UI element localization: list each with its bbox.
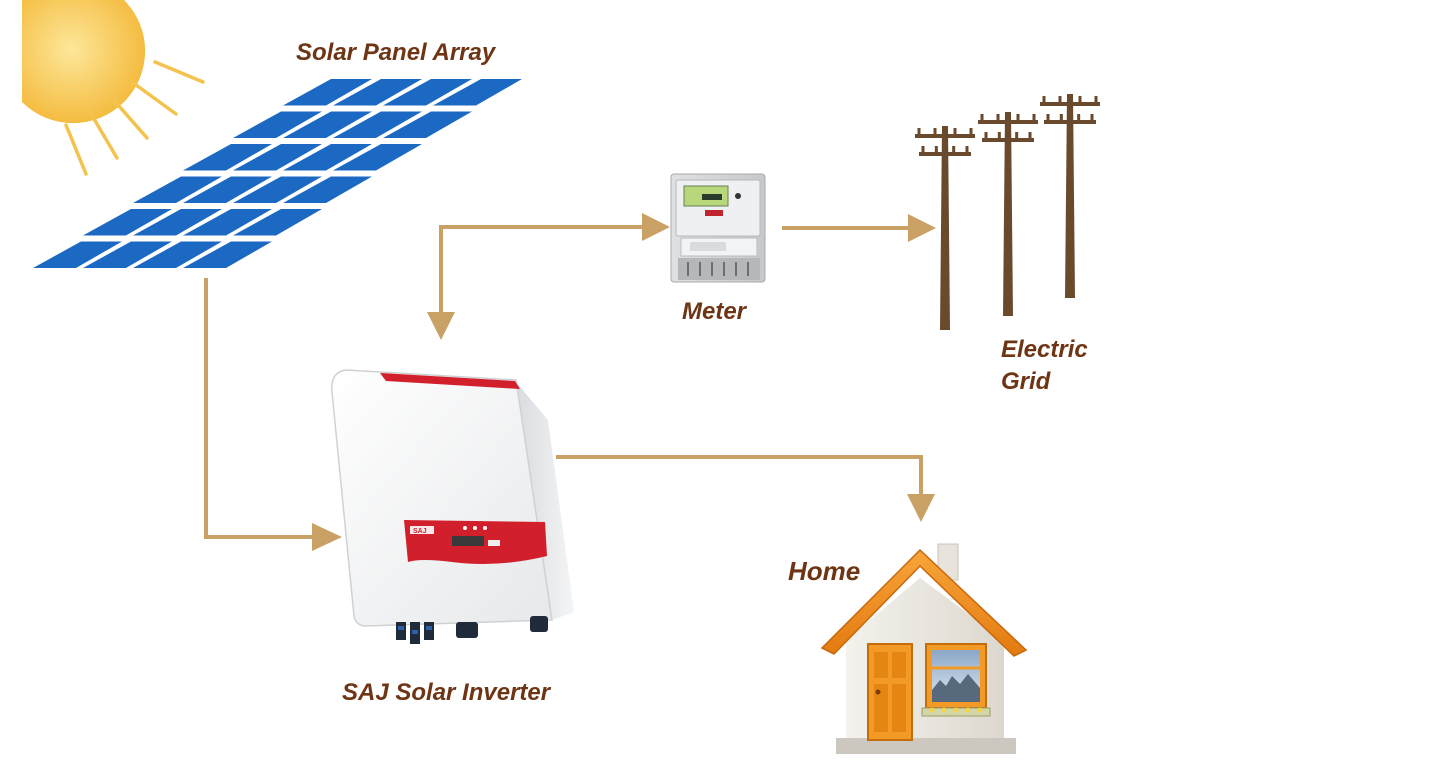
solar-cell xyxy=(383,111,472,138)
power-pole xyxy=(915,126,975,330)
electric-grid-label: Electric Grid xyxy=(1001,334,1088,398)
solar-cell xyxy=(133,209,222,236)
solar-cell xyxy=(83,209,172,236)
home-label: Home xyxy=(788,556,861,586)
solar-cell xyxy=(283,79,372,106)
solar-cell xyxy=(283,176,372,203)
meter-label: Meter xyxy=(682,298,747,325)
solar-cell xyxy=(183,176,272,203)
solar-cell xyxy=(383,79,472,106)
solar-cell xyxy=(183,144,272,171)
solar-cell xyxy=(33,241,122,268)
solar-panel-array-label: Solar Panel Array xyxy=(296,39,496,66)
solar-cell xyxy=(83,241,172,268)
solar-cell xyxy=(283,111,372,138)
arrow-inverter-meter xyxy=(439,225,642,312)
sun-icon xyxy=(22,0,205,176)
solar-cell xyxy=(233,144,322,171)
solar-cell xyxy=(133,176,222,203)
solar-cell xyxy=(433,79,522,106)
inverter-icon: SAJ xyxy=(331,369,574,644)
arrow-panel-to-inverter xyxy=(204,278,312,539)
electric-grid-label-line-2: Grid xyxy=(1001,368,1051,395)
solar-cell xyxy=(133,241,222,268)
solar-cell xyxy=(183,241,272,268)
solar-cell xyxy=(233,209,322,236)
solar-cell xyxy=(233,176,322,203)
solar-cell xyxy=(183,209,272,236)
electric-grid-label-line-1: Electric xyxy=(1001,336,1088,363)
svg-text:SAJ: SAJ xyxy=(413,528,427,535)
power-pole xyxy=(1040,94,1100,298)
arrow-heads xyxy=(312,213,936,551)
meter-icon xyxy=(670,173,766,283)
power-pole xyxy=(978,112,1038,316)
arrow-inverter-to-home xyxy=(556,455,923,494)
power-pole-icon xyxy=(915,94,1100,330)
solar-cell xyxy=(333,79,422,106)
solar-cell xyxy=(283,144,372,171)
solar-cell xyxy=(233,111,322,138)
flow-arrows xyxy=(204,225,923,539)
solar-cell xyxy=(333,111,422,138)
house-icon xyxy=(820,543,1028,754)
solar-panel-icon xyxy=(33,79,522,268)
solar-cell xyxy=(333,144,422,171)
inverter-label: SAJ Solar Inverter xyxy=(342,679,551,706)
